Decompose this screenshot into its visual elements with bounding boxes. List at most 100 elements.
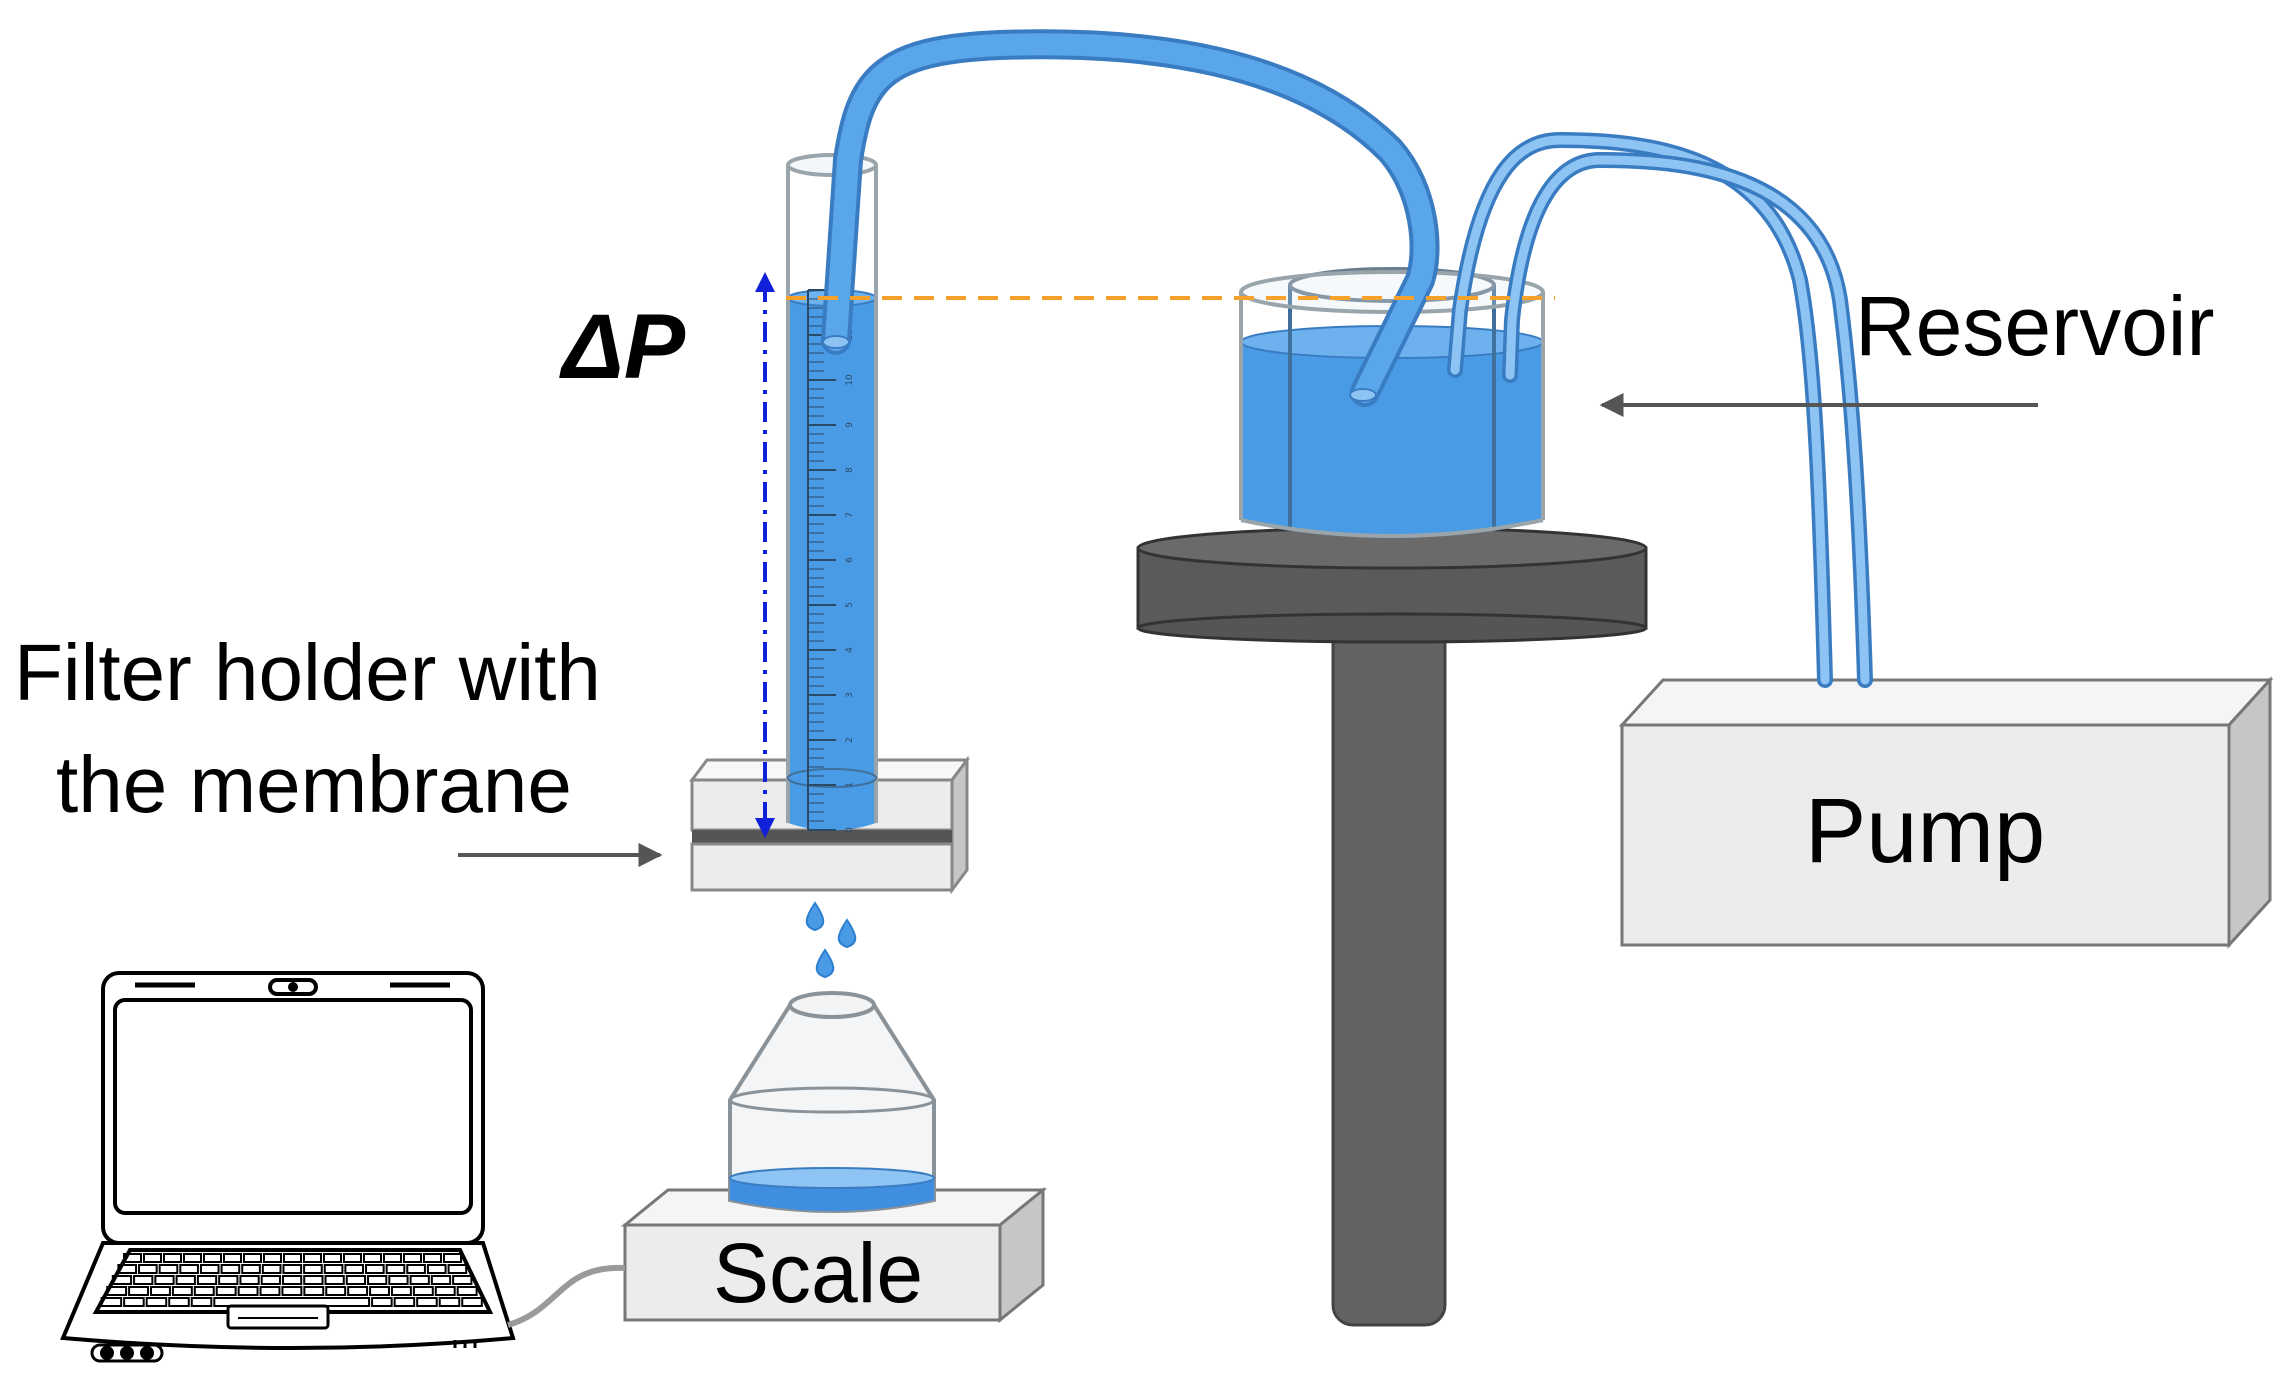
keyboard-key (365, 1264, 385, 1274)
keyboard-key (154, 1275, 175, 1285)
keyboard-key (423, 1253, 442, 1263)
keyboard-key (190, 1297, 213, 1307)
membrane (692, 830, 952, 844)
keyboard-key (345, 1275, 367, 1285)
reservoir-inner-rim (1288, 267, 1496, 303)
keyboard-key (323, 1264, 344, 1274)
laptop-icon (60, 971, 516, 1363)
keyboard-key (117, 1264, 138, 1274)
keyboard-key (303, 1275, 324, 1285)
filter-holder-bottom (690, 842, 954, 892)
keyboard-key (239, 1275, 260, 1285)
keyboard-key (447, 1264, 468, 1274)
scale-label: Scale (713, 1226, 923, 1320)
scale-box: Scale (620, 1186, 1048, 1324)
keyboard-key (390, 1286, 412, 1296)
filter-holder-label-line1: Filter holder with (14, 628, 601, 717)
keyboard-key (343, 1253, 362, 1263)
keyboard-key (406, 1264, 426, 1274)
transfer-tube (821, 29, 1440, 407)
keyboard-key (220, 1264, 241, 1274)
keyboard-key (438, 1297, 461, 1307)
keyboard-key (369, 1286, 390, 1296)
keyboard-key (199, 1264, 220, 1274)
pump-tubes (1447, 131, 1873, 688)
keyboard-key (171, 1286, 193, 1296)
keyboard-key (383, 1253, 402, 1263)
keyboard-key (281, 1275, 303, 1285)
cylinder-tick-label: 7 (845, 512, 855, 518)
cylinder-water (788, 298, 876, 831)
cylinder-tick-label: 1 (845, 782, 855, 788)
stand-plate-bottom (1136, 612, 1648, 644)
cylinder-tick-label: 9 (845, 422, 855, 428)
keyboard-key (106, 1286, 128, 1296)
pump-label: Pump (1805, 780, 2045, 882)
collection-bottle-icon (728, 991, 936, 1213)
keyboard-key (183, 1253, 202, 1263)
keyboard-key (168, 1297, 190, 1307)
keyboard-key (426, 1264, 447, 1274)
keyboard-key (388, 1275, 409, 1285)
keyboard-key (203, 1253, 222, 1263)
water-drop-icon (837, 918, 857, 949)
keyboard-key (344, 1264, 365, 1274)
stand-pole (1331, 608, 1447, 1327)
keyboard-key (163, 1253, 182, 1263)
reservoir-label: Reservoir (1855, 279, 2214, 373)
keyboard-key (303, 1253, 322, 1263)
keyboard-key (241, 1264, 261, 1274)
keyboard-key (324, 1275, 345, 1285)
keyboard-key (430, 1275, 452, 1285)
keyboard-key (179, 1264, 199, 1274)
keyboard-key (409, 1275, 430, 1285)
keyboard-key (363, 1253, 382, 1263)
water-drops (805, 901, 857, 979)
water-drop-icon (815, 948, 835, 979)
stand (1136, 526, 1648, 1327)
keyboard-key (347, 1286, 369, 1296)
reservoir-outer-wall (1239, 292, 1545, 520)
keyboard-key (128, 1286, 150, 1296)
keyboard-key (434, 1286, 456, 1296)
laptop-scale-cable (507, 1264, 626, 1328)
keyboard-key (452, 1275, 473, 1285)
water-drop-icon (805, 901, 825, 932)
keyboard-key (145, 1297, 168, 1307)
keyboard-key (150, 1286, 171, 1296)
cylinder-tick-label: 2 (845, 737, 855, 743)
keyboard-key (263, 1253, 282, 1263)
filter-holder-label-line2: the membrane (56, 740, 572, 829)
keyboard-key (100, 1297, 123, 1307)
keyboard-key (371, 1297, 393, 1307)
keyboard-key (259, 1286, 281, 1296)
pump-box: Pump (1618, 676, 2274, 949)
keyboard-key (385, 1264, 406, 1274)
keyboard-key (143, 1253, 162, 1263)
keyboard-key (193, 1286, 215, 1296)
keyboard-key (303, 1264, 323, 1274)
keyboard-key (461, 1297, 483, 1307)
delta-p-label: ΔP (559, 296, 686, 398)
cylinder-tick-label: 0 (845, 827, 855, 833)
keyboard-key (196, 1275, 218, 1285)
keyboard-key (416, 1297, 438, 1307)
pump-front (1620, 723, 2231, 947)
keyboard-key (223, 1253, 242, 1263)
keyboard-key (403, 1253, 422, 1263)
keyboard-key (123, 1253, 142, 1263)
keyboard-key (303, 1286, 325, 1296)
cylinder-tick-label: 8 (845, 467, 855, 473)
keyboard-key (323, 1253, 342, 1263)
cylinder-tick-label: 10 (845, 374, 855, 386)
keyboard-key (282, 1264, 303, 1274)
cylinder-tick-label: 3 (845, 692, 855, 698)
cylinder-tick-label: 4 (845, 647, 855, 653)
reservoir-water (1241, 342, 1543, 535)
scale-front (623, 1223, 1002, 1322)
keyboard-key (133, 1275, 154, 1285)
keyboard-key (283, 1253, 302, 1263)
keyboard-key (367, 1275, 388, 1285)
